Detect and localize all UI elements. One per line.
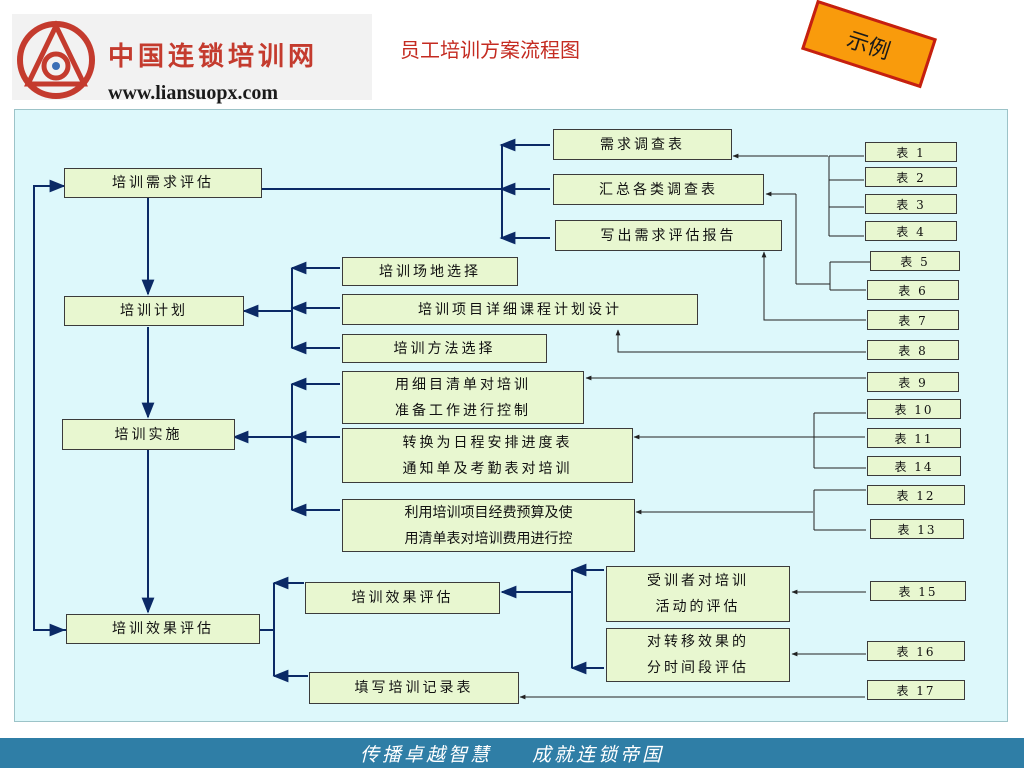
- header: 中国连锁培训网 www.liansuopx.com 员工培训方案流程图 示例: [0, 0, 1024, 104]
- step-training-plan[interactable]: 培训计划: [64, 296, 244, 326]
- table-ref[interactable]: 表 11: [867, 428, 961, 448]
- step-needs-assessment[interactable]: 培训需求评估: [64, 168, 262, 198]
- impl-budget-control[interactable]: 利用培训项目经费预算及使 用清单表对培训费用进行控: [342, 499, 635, 552]
- table-ref[interactable]: 表 12: [867, 485, 965, 505]
- eval-trainee-assessment[interactable]: 受训者对培训 活动的评估: [606, 566, 790, 622]
- footer-banner: 传播卓越智慧 成就连锁帝国: [0, 738, 1024, 768]
- table-ref[interactable]: 表 9: [867, 372, 959, 392]
- step-implementation[interactable]: 培训实施: [62, 419, 235, 450]
- logo: 中国连锁培训网 www.liansuopx.com: [12, 14, 372, 104]
- table-ref[interactable]: 表 4: [865, 221, 957, 241]
- table-ref[interactable]: 表 6: [867, 280, 959, 300]
- step-effect-evaluation[interactable]: 培训效果评估: [66, 614, 260, 644]
- eval-effect[interactable]: 培训效果评估: [305, 582, 500, 614]
- footer-slogan-right: 成就连锁帝国: [532, 743, 665, 766]
- example-tag: 示例: [801, 0, 937, 89]
- logo-emblem-icon: [17, 20, 95, 99]
- example-tag-label: 示例: [843, 27, 894, 66]
- eval-trainee-line1: 受训者对培训: [647, 573, 749, 589]
- table-ref[interactable]: 表 13: [870, 519, 964, 539]
- impl-checklist-line2: 准备工作进行控制: [395, 402, 531, 419]
- impl-schedule-line1: 转换为日程安排进度表: [402, 434, 573, 451]
- needs-report[interactable]: 写出需求评估报告: [555, 220, 782, 251]
- eval-trainee-line2: 活动的评估: [655, 599, 741, 615]
- table-ref[interactable]: 表 15: [870, 581, 966, 601]
- eval-transfer-line1: 对转移效果的: [647, 634, 749, 650]
- plan-venue-selection[interactable]: 培训场地选择: [342, 257, 518, 286]
- table-ref[interactable]: 表 17: [867, 680, 965, 700]
- eval-record-form[interactable]: 填写培训记录表: [309, 672, 519, 704]
- eval-transfer-line2: 分时间段评估: [647, 660, 749, 676]
- needs-summary-forms[interactable]: 汇总各类调查表: [553, 174, 764, 205]
- logo-url: www.liansuopx.com: [108, 82, 279, 104]
- table-ref[interactable]: 表 8: [867, 340, 959, 360]
- table-ref[interactable]: 表 5: [870, 251, 960, 271]
- impl-schedule-line2: 通知单及考勤表对培训: [402, 460, 573, 477]
- table-ref[interactable]: 表 2: [865, 167, 957, 187]
- plan-method-selection[interactable]: 培训方法选择: [342, 334, 547, 363]
- footer-slogan-left: 传播卓越智慧: [359, 743, 492, 766]
- plan-course-design[interactable]: 培训项目详细课程计划设计: [342, 294, 698, 325]
- eval-transfer-assessment[interactable]: 对转移效果的 分时间段评估: [606, 628, 790, 682]
- table-ref[interactable]: 表 16: [867, 641, 965, 661]
- impl-budget-line1: 利用培训项目经费预算及使: [404, 504, 573, 521]
- table-ref[interactable]: 表 7: [867, 310, 959, 330]
- table-ref[interactable]: 表 10: [867, 399, 961, 419]
- page-title: 员工培训方案流程图: [400, 38, 580, 62]
- table-ref[interactable]: 表 14: [867, 456, 961, 476]
- impl-checklist-control[interactable]: 用细目清单对培训 准备工作进行控制: [342, 371, 584, 424]
- table-ref[interactable]: 表 3: [865, 194, 957, 214]
- impl-schedule[interactable]: 转换为日程安排进度表 通知单及考勤表对培训: [342, 428, 633, 483]
- impl-checklist-line1: 用细目清单对培训: [395, 376, 531, 393]
- table-ref[interactable]: 表 1: [865, 142, 957, 162]
- logo-cn: 中国连锁培训网: [108, 42, 319, 72]
- needs-survey-form[interactable]: 需求调查表: [553, 129, 732, 160]
- impl-budget-line2: 用清单表对培训费用进行控: [404, 530, 573, 547]
